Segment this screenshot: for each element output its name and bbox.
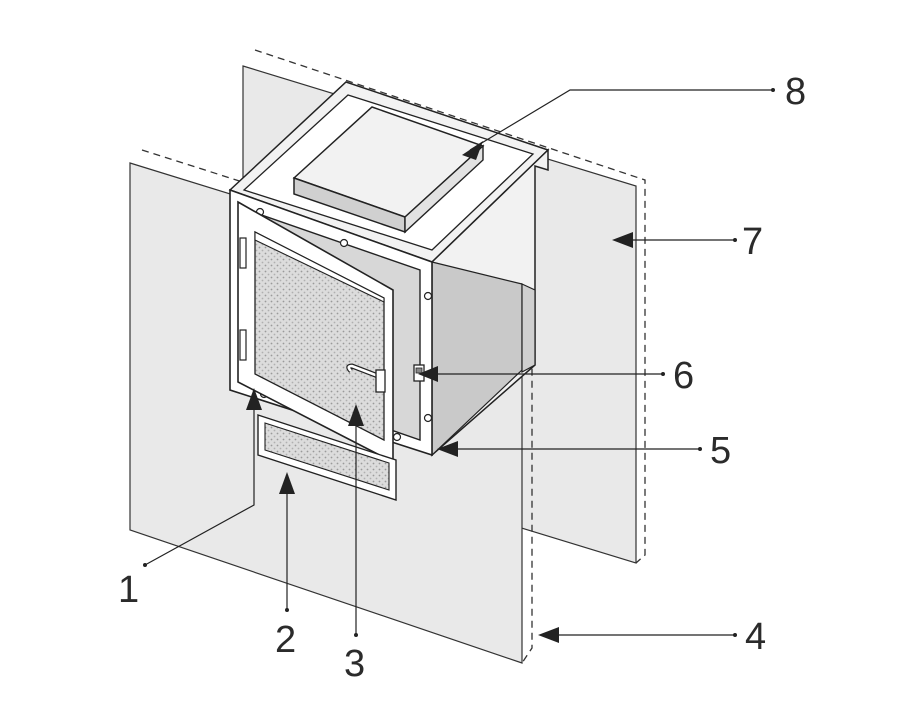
leader-lines — [143, 88, 775, 643]
top-filter-block — [292, 106, 485, 234]
callout-3: 3 — [344, 643, 365, 685]
callout-8: 8 — [785, 71, 806, 113]
vent-grille — [257, 414, 397, 501]
callout-1: 1 — [118, 569, 139, 611]
callout-5: 5 — [710, 430, 731, 472]
callout-2: 2 — [275, 619, 296, 661]
callout-6: 6 — [673, 355, 694, 397]
callout-labels: 8 7 6 5 4 1 2 3 — [118, 71, 806, 685]
callout-4: 4 — [745, 616, 766, 658]
callout-7: 7 — [742, 221, 763, 263]
